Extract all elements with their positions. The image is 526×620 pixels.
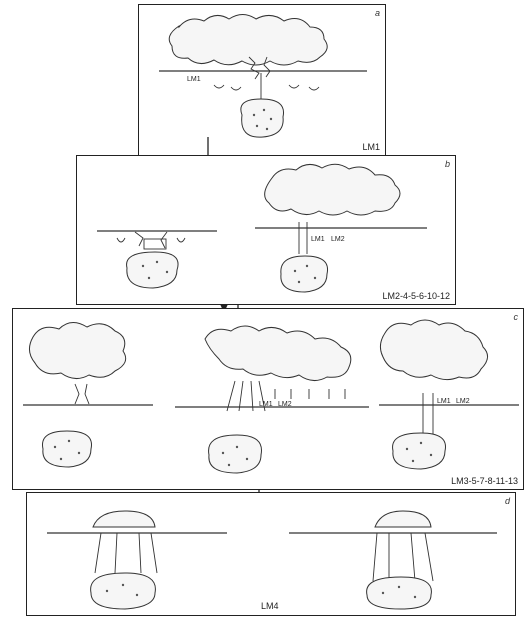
panel-d: d LM4 <box>26 492 516 616</box>
panel-a-letter: a <box>374 8 380 18</box>
panel-d-letter: d <box>504 496 510 506</box>
panel-d-right-blob <box>366 576 432 610</box>
panel-a-illustration: LM1 <box>159 14 367 138</box>
panel-c-center-blob <box>208 434 262 474</box>
panel-b-lm2-label: LM2 <box>331 236 345 243</box>
panel-c-illustration: LM1 LM2 LM1 LM2 <box>23 319 519 474</box>
panel-c-right-cloud <box>379 319 488 381</box>
panel-c: c LM3-5-7-8-11-13 LM1 LM2 LM1 LM2 <box>12 308 524 490</box>
panel-c-center-cloud <box>204 325 352 381</box>
panel-b-code: LM2-4-5-6-10-12 <box>382 291 450 301</box>
panel-a: a LM1 LM1 <box>138 4 386 156</box>
panel-a-blob <box>240 98 285 138</box>
panel-a-code: LM1 <box>362 142 380 152</box>
panel-b-illustration: LM1 LM2 <box>97 163 427 293</box>
panel-b-lm1-label: LM1 <box>311 236 325 243</box>
panel-d-illustration <box>47 510 497 610</box>
panel-c-right-lm2-label: LM2 <box>456 398 470 405</box>
panel-c-left-cloud <box>29 322 127 379</box>
panel-b-left-blob <box>126 251 179 289</box>
panel-c-right-lm1-label: LM1 <box>437 398 451 405</box>
panel-c-code: LM3-5-7-8-11-13 <box>451 476 518 486</box>
panel-a-cloud <box>168 14 328 66</box>
panel-b: b LM2-4-5-6-10-12 LM1 LM2 <box>76 155 456 305</box>
panel-b-right-blob <box>280 255 329 293</box>
panel-c-lm2-label: LM2 <box>278 401 292 408</box>
panel-c-left-blob <box>42 430 92 468</box>
panel-b-cloud <box>264 163 401 216</box>
panel-c-lm1-label: LM1 <box>259 401 273 408</box>
panel-b-letter: b <box>444 159 450 169</box>
panel-c-right-blob <box>392 432 446 470</box>
panel-d-left-blob <box>90 572 156 610</box>
panel-a-lm1-label: LM1 <box>187 76 201 83</box>
panel-d-code: LM4 <box>261 601 279 611</box>
panel-c-letter: c <box>513 312 519 322</box>
